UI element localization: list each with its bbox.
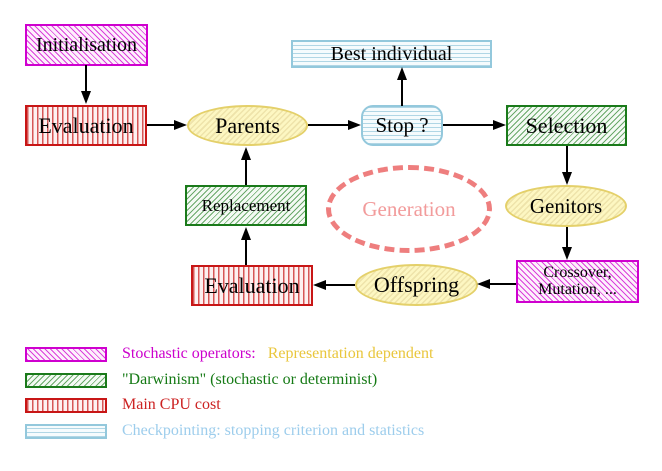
node-best-individual: Best individual <box>291 40 492 68</box>
node-crossover-line2: Mutation, ... <box>538 280 617 298</box>
node-genitors: Genitors <box>505 185 627 227</box>
node-selection-label: Selection <box>525 112 608 138</box>
node-offspring: Offspring <box>355 264 478 306</box>
node-selection: Selection <box>506 105 627 146</box>
node-replacement: Replacement <box>185 185 307 226</box>
legend-swatch-checkpointing <box>25 424 107 439</box>
node-initialisation: Initialisation <box>25 24 148 66</box>
arrowhead-right-icon <box>348 120 361 130</box>
node-crossover-mutation: Crossover, Mutation, ... <box>516 260 639 303</box>
legend-label-main-cpu-cost: Main CPU cost <box>122 396 221 413</box>
generation-label: Generation <box>362 196 456 221</box>
node-stop-label: Stop ? <box>375 113 429 138</box>
arrowhead-right-icon <box>174 120 187 130</box>
node-evaluation-bottom-label: Evaluation <box>204 272 300 298</box>
legend-swatch-stochastic-operators <box>25 347 107 362</box>
node-parents: Parents <box>187 105 308 146</box>
arrowhead-up-icon <box>397 67 407 80</box>
legend-label-checkpointing: Checkpointing: stopping criterion and st… <box>122 422 425 439</box>
node-parents-label: Parents <box>215 112 280 138</box>
node-best-individual-label: Best individual <box>330 42 453 65</box>
node-evaluation-top-label: Evaluation <box>38 112 134 138</box>
arrowhead-down-icon <box>562 172 572 185</box>
legend-label-stochastic-operators: Stochastic operators:Representation depe… <box>122 345 434 362</box>
arrowhead-left-icon <box>313 280 326 290</box>
node-replacement-label: Replacement <box>201 195 291 215</box>
arrowhead-up-icon <box>241 147 251 160</box>
arrowhead-up-icon <box>241 227 251 240</box>
node-stop: Stop ? <box>361 105 443 146</box>
node-evaluation-top: Evaluation <box>25 105 147 146</box>
legend-swatch-main-cpu-cost <box>25 398 107 413</box>
node-genitors-label: Genitors <box>529 193 603 218</box>
arrowhead-left-icon <box>477 279 490 289</box>
legend-label-darwinism: "Darwinism" (stochastic or determinist) <box>122 371 378 388</box>
arrowhead-down-icon <box>562 247 572 260</box>
arrowhead-down-icon <box>81 91 91 104</box>
legend-swatch-darwinism <box>25 373 107 388</box>
node-evaluation-bottom: Evaluation <box>191 265 313 306</box>
node-initialisation-label: Initialisation <box>35 33 138 56</box>
generation-cycle-ellipse: Generation <box>326 165 492 253</box>
node-crossover-line1: Crossover, <box>543 263 612 281</box>
arrowhead-right-icon <box>493 120 506 130</box>
node-offspring-label: Offspring <box>373 272 460 298</box>
